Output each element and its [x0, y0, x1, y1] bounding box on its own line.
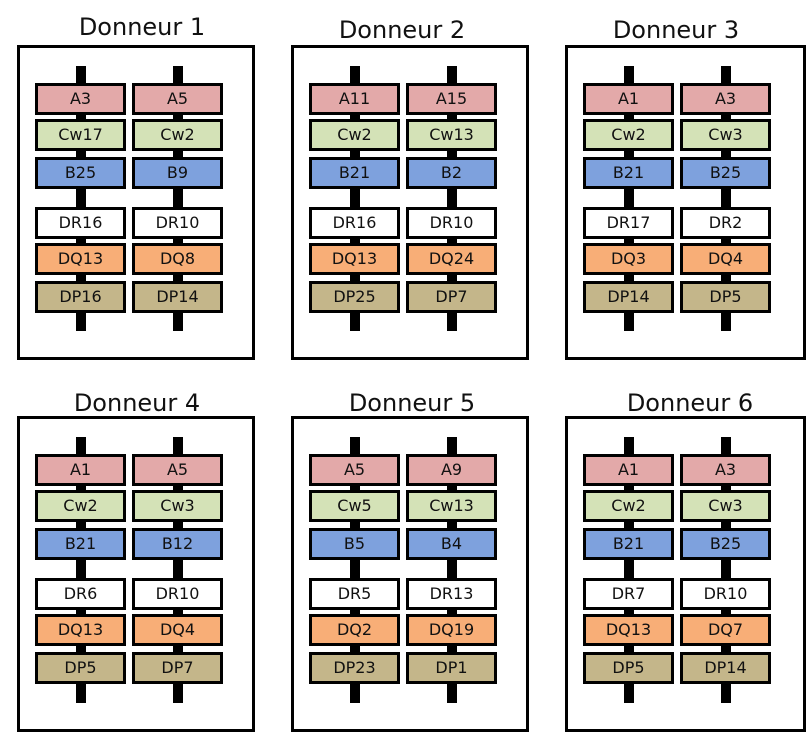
- allele-cell: A3: [35, 83, 126, 115]
- allele-cell: DP14: [583, 281, 674, 313]
- chromosome-bar: [623, 66, 634, 331]
- allele-cell: DQ4: [132, 614, 223, 646]
- chromosome-bar: [172, 437, 183, 703]
- allele-cell: DP14: [132, 281, 223, 313]
- allele-cell: B21: [35, 528, 126, 560]
- allele-cell: DQ13: [309, 243, 400, 275]
- allele-cell: B21: [583, 157, 674, 189]
- allele-cell: Cw5: [309, 490, 400, 522]
- allele-cell: DR16: [35, 207, 126, 239]
- allele-cell: DR13: [406, 578, 497, 610]
- allele-cell: DR10: [132, 207, 223, 239]
- chromosome-bar: [446, 437, 457, 703]
- allele-cell: A5: [132, 454, 223, 486]
- allele-cell: DR6: [35, 578, 126, 610]
- allele-cell: Cw3: [680, 119, 771, 151]
- donor-title: Donneur 5: [348, 389, 476, 417]
- allele-cell: Cw3: [132, 490, 223, 522]
- chromosome-bar: [720, 437, 731, 703]
- allele-cell: DQ7: [680, 614, 771, 646]
- allele-cell: DP1: [406, 652, 497, 684]
- allele-cell: DQ19: [406, 614, 497, 646]
- allele-cell: DR10: [132, 578, 223, 610]
- allele-cell: DR5: [309, 578, 400, 610]
- allele-cell: Cw13: [406, 490, 497, 522]
- allele-cell: B25: [680, 528, 771, 560]
- allele-cell: DQ4: [680, 243, 771, 275]
- allele-cell: DP16: [35, 281, 126, 313]
- chromosome-bar: [446, 66, 457, 331]
- chromosome-bar: [623, 437, 634, 703]
- donor-title: Donneur 4: [73, 389, 201, 417]
- allele-cell: DQ24: [406, 243, 497, 275]
- allele-cell: A11: [309, 83, 400, 115]
- allele-cell: B25: [35, 157, 126, 189]
- allele-cell: DR10: [680, 578, 771, 610]
- allele-cell: Cw2: [35, 490, 126, 522]
- allele-cell: DP23: [309, 652, 400, 684]
- donor-title: Donneur 1: [78, 13, 206, 41]
- allele-cell: B12: [132, 528, 223, 560]
- allele-cell: DQ3: [583, 243, 674, 275]
- allele-cell: B21: [583, 528, 674, 560]
- allele-cell: DP5: [35, 652, 126, 684]
- chromosome-bar: [349, 66, 360, 331]
- allele-cell: DP5: [583, 652, 674, 684]
- allele-cell: DQ8: [132, 243, 223, 275]
- allele-cell: Cw2: [583, 490, 674, 522]
- allele-cell: B25: [680, 157, 771, 189]
- allele-cell: Cw2: [309, 119, 400, 151]
- allele-cell: B5: [309, 528, 400, 560]
- allele-cell: A1: [583, 454, 674, 486]
- allele-cell: B4: [406, 528, 497, 560]
- chromosome-bar: [720, 66, 731, 331]
- allele-cell: Cw13: [406, 119, 497, 151]
- allele-cell: DP5: [680, 281, 771, 313]
- donor-title: Donneur 3: [612, 16, 740, 44]
- allele-cell: A1: [583, 83, 674, 115]
- allele-cell: Cw2: [583, 119, 674, 151]
- allele-cell: A3: [680, 454, 771, 486]
- donor-title: Donneur 2: [338, 16, 466, 44]
- allele-cell: B9: [132, 157, 223, 189]
- allele-cell: DP7: [132, 652, 223, 684]
- allele-cell: A15: [406, 83, 497, 115]
- allele-cell: A9: [406, 454, 497, 486]
- allele-cell: DR17: [583, 207, 674, 239]
- donor-title: Donneur 6: [626, 389, 754, 417]
- allele-cell: DQ13: [583, 614, 674, 646]
- allele-cell: DR16: [309, 207, 400, 239]
- allele-cell: DR7: [583, 578, 674, 610]
- allele-cell: B2: [406, 157, 497, 189]
- allele-cell: DR2: [680, 207, 771, 239]
- allele-cell: A1: [35, 454, 126, 486]
- chromosome-bar: [172, 66, 183, 331]
- allele-cell: B21: [309, 157, 400, 189]
- allele-cell: DQ13: [35, 243, 126, 275]
- allele-cell: Cw17: [35, 119, 126, 151]
- allele-cell: A5: [132, 83, 223, 115]
- allele-cell: DP7: [406, 281, 497, 313]
- allele-cell: DQ2: [309, 614, 400, 646]
- allele-cell: DQ13: [35, 614, 126, 646]
- allele-cell: Cw3: [680, 490, 771, 522]
- allele-cell: Cw2: [132, 119, 223, 151]
- allele-cell: DP14: [680, 652, 771, 684]
- allele-cell: A5: [309, 454, 400, 486]
- chromosome-bar: [75, 66, 86, 331]
- allele-cell: DP25: [309, 281, 400, 313]
- allele-cell: A3: [680, 83, 771, 115]
- allele-cell: DR10: [406, 207, 497, 239]
- chromosome-bar: [75, 437, 86, 703]
- chromosome-bar: [349, 437, 360, 703]
